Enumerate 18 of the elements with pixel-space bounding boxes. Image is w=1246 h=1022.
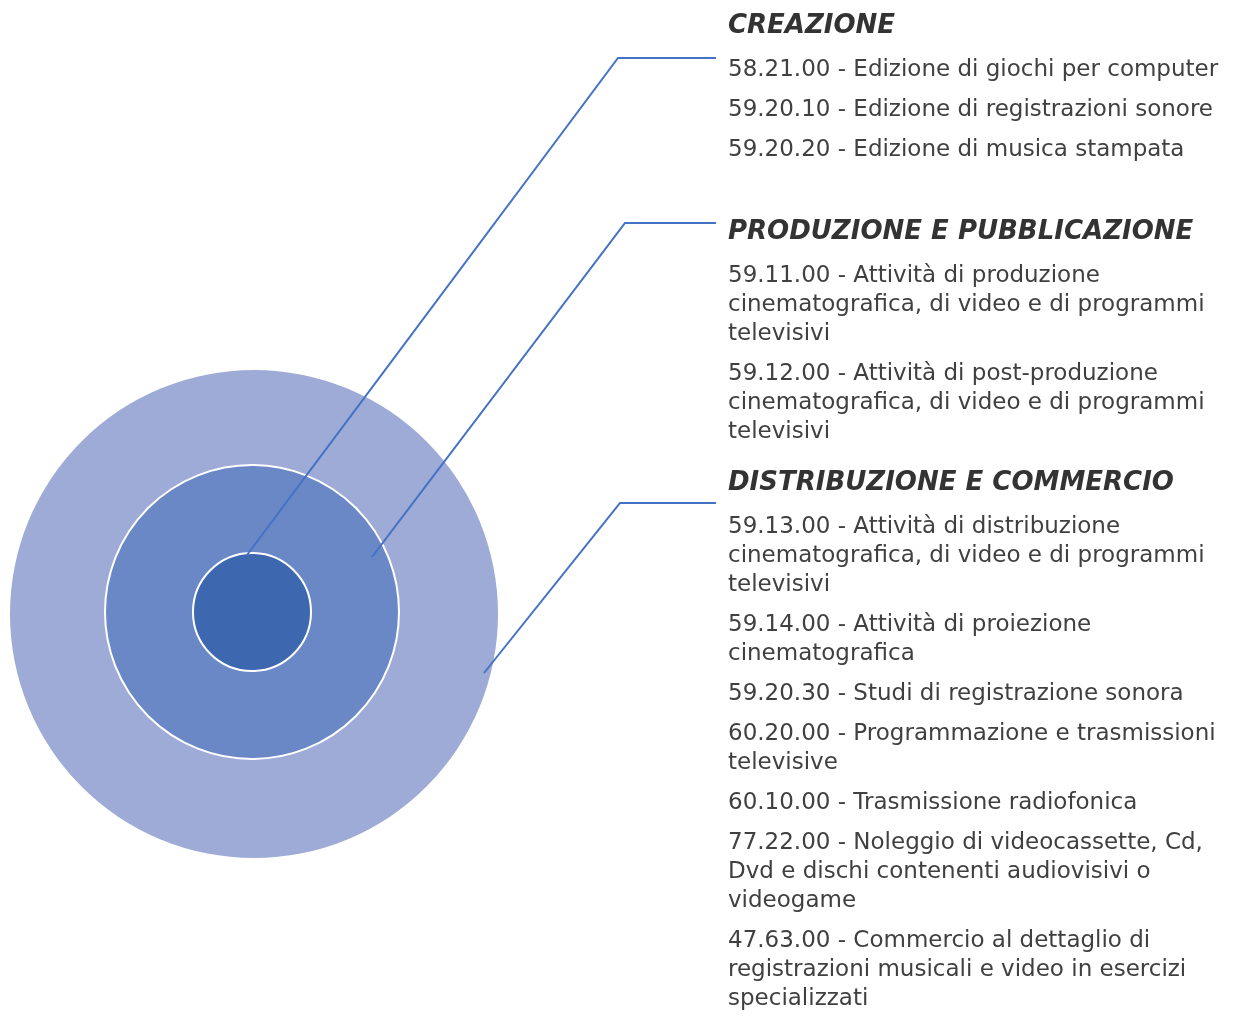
leader-line — [246, 57, 717, 556]
category-heading: CREAZIONE — [728, 8, 897, 41]
activity-code-text: 59.20.20 - Edizione di musica stampata — [728, 134, 1186, 163]
category-heading: DISTRIBUZIONE E COMMERCIO — [728, 465, 1175, 498]
activity-code-text: 77.22.00 - Noleggio di videocassette, Cd, Dvd e dischi contenenti audiovisivi o videogame — [728, 827, 1204, 914]
activity-code-text: 59.14.00 - Attività di proiezione cinematografica — [728, 609, 1093, 667]
activity-code-text: 59.13.00 - Attività di distribuzione cinematografica, di video e di programmi televisivi — [728, 511, 1206, 598]
activity-code-text: 59.12.00 - Attività di post-produzione cinematografica, di video e di programmi televisivi — [728, 358, 1206, 445]
activity-code-text: 60.10.00 - Trasmissione radiofonica — [728, 787, 1139, 816]
category-heading: PRODUZIONE E PUBBLICAZIONE — [728, 214, 1195, 247]
activity-code-text: 59.20.10 - Edizione di registrazioni sonore — [728, 94, 1214, 123]
leader-line — [483, 502, 717, 674]
activity-code-text: 60.20.00 - Programmazione e trasmissioni televisive — [728, 718, 1217, 776]
activity-code-text: 59.11.00 - Attività di produzione cinematografica, di video e di programmi televisivi — [728, 260, 1206, 347]
activity-code-text: 47.63.00 - Commercio al dettaglio di registrazioni musicali e video in esercizi specializzati — [728, 925, 1188, 1012]
leader-line — [371, 222, 717, 558]
activity-code-text: 59.20.30 - Studi di registrazione sonora — [728, 678, 1185, 707]
activity-code-text: 58.21.00 - Edizione di giochi per computer — [728, 54, 1220, 83]
